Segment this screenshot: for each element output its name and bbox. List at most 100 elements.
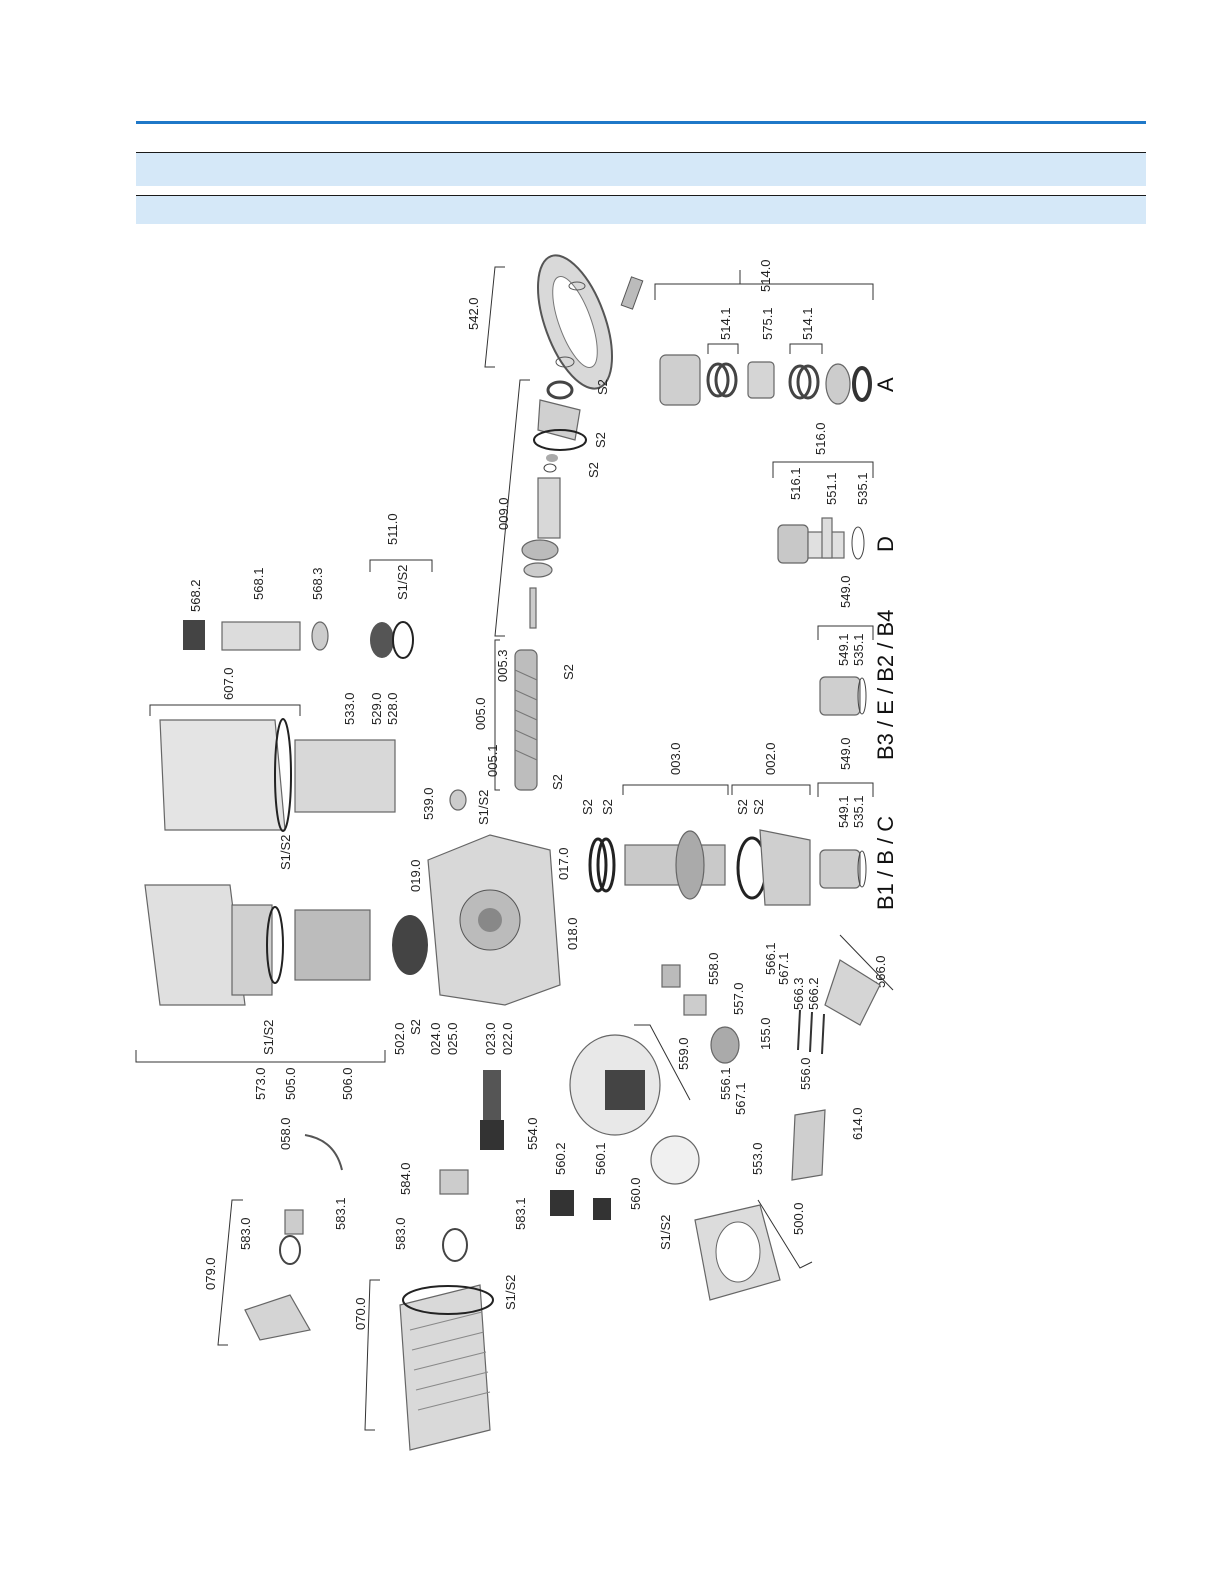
part-number-label: 002.0 <box>763 742 778 775</box>
part-number-label: 533.0 <box>342 692 357 725</box>
part-number-label: 005.1 <box>485 744 500 777</box>
part-number-label: 583.1 <box>513 1197 528 1230</box>
variant-a-label: A <box>873 377 898 392</box>
coupling-d-parts <box>777 517 865 564</box>
coupling-b3-parts <box>819 676 867 716</box>
variant-d-label: D <box>873 536 898 552</box>
part-number-label: S1/S2 <box>395 565 410 600</box>
part-number-label: 514.0 <box>758 259 773 292</box>
part-number-label: 511.0 <box>385 513 400 545</box>
part-number-label: 079.0 <box>203 1257 218 1290</box>
part-number-label: 558.0 <box>706 952 721 985</box>
part-number-label: 018.0 <box>565 917 580 950</box>
part-number-label: 567.1 <box>733 1082 748 1115</box>
shaft-assembly-parts <box>521 380 587 629</box>
part-number-label: 502.0 <box>392 1022 407 1055</box>
variant-b3-label: B3 / E / B2 / B4 <box>873 610 898 760</box>
part-number-label: 556.1 <box>718 1067 733 1100</box>
part-number-label: 070.0 <box>353 1297 368 1330</box>
part-number-label: 023.0 <box>483 1022 498 1055</box>
part-number-label: 005.0 <box>473 697 488 730</box>
part-number-label: 539.0 <box>421 787 436 820</box>
part-number-label: 506.0 <box>340 1067 355 1100</box>
part-number-label: 557.0 <box>731 982 746 1015</box>
part-number-label: 575.1 <box>760 307 775 340</box>
part-number-label: 551.1 <box>824 472 839 505</box>
cover-607-part <box>159 718 396 832</box>
part-number-label: 568.2 <box>188 579 203 612</box>
part-number-label: 549.1 <box>836 795 851 828</box>
part-number-label: 554.0 <box>525 1117 540 1150</box>
motor-070-part <box>399 1169 494 1451</box>
part-number-label: S2 <box>593 432 608 448</box>
part-number-label: 017.0 <box>556 847 571 880</box>
part-number-label: 024.0 <box>428 1022 443 1055</box>
part-number-label: 583.0 <box>393 1217 408 1250</box>
part-number-label: 025.0 <box>445 1022 460 1055</box>
switches-560-parts <box>550 1190 611 1220</box>
part-number-label: 573.0 <box>253 1067 268 1100</box>
part-number-label: 560.2 <box>553 1142 568 1175</box>
flange-079-part <box>244 1209 311 1341</box>
part-number-label: 019.0 <box>408 859 423 892</box>
part-number-label: S2 <box>600 799 615 815</box>
part-number-label: 560.0 <box>628 1177 643 1210</box>
part-number-label: 583.0 <box>238 1217 253 1250</box>
part-number-label: 009.0 <box>496 497 511 530</box>
motor-cover-573-part <box>144 884 428 1006</box>
coupling-b1-parts <box>819 849 867 889</box>
handwheel <box>537 254 644 390</box>
part-number-label: 022.0 <box>500 1022 515 1055</box>
part-number-label: S1/S2 <box>658 1215 673 1250</box>
part-number-label: 514.1 <box>800 307 815 340</box>
part-number-label: 058.0 <box>278 1117 293 1150</box>
part-number-label: 583.1 <box>333 1197 348 1230</box>
part-number-label: 556.0 <box>798 1057 813 1090</box>
part-number-label: 542.0 <box>466 297 481 330</box>
part-number-label: S2 <box>550 774 565 790</box>
part-number-label: S1/S2 <box>503 1275 518 1310</box>
part-number-label: 567.1 <box>776 952 791 985</box>
variant-b1-label: B1 / B / C <box>873 816 898 910</box>
part-number-label: S1/S2 <box>476 790 491 825</box>
subheader-band <box>136 195 1146 224</box>
part-number-label: 549.0 <box>838 737 853 770</box>
part-number-label: 549.1 <box>836 633 851 666</box>
part-number-label: 529.0 <box>369 692 384 725</box>
part-number-label: S2 <box>580 799 595 815</box>
part-number-label: S2 <box>586 462 601 478</box>
part-number-label: 553.0 <box>750 1142 765 1175</box>
part-number-label: 559.0 <box>676 1037 691 1070</box>
part-number-label: 566.2 <box>806 977 821 1010</box>
spacer-parts <box>183 620 414 659</box>
part-number-label: 568.3 <box>310 567 325 600</box>
part-number-label: 514.1 <box>718 307 733 340</box>
part-number-label: 003.0 <box>668 742 683 775</box>
board-614-part <box>791 1109 826 1181</box>
part-number-label: 516.1 <box>788 467 803 500</box>
part-number-label: 535.1 <box>855 472 870 505</box>
part-number-label: 584.0 <box>398 1162 413 1195</box>
cover-500-part <box>694 1204 781 1301</box>
part-number-label: 566.1 <box>763 942 778 975</box>
part-number-label: S2 <box>595 379 610 395</box>
part-number-label: 505.0 <box>283 1067 298 1100</box>
part-number-label: 005.3 <box>495 649 510 682</box>
disc-553-part <box>650 1135 700 1185</box>
part-number-label: 535.1 <box>851 795 866 828</box>
coupling-a-parts <box>659 354 872 406</box>
terminal-parts <box>661 959 881 1064</box>
plug-554-part <box>480 1070 504 1150</box>
header-band <box>136 152 1146 186</box>
part-number-label: S1/S2 <box>261 1020 276 1055</box>
part-number-label: 535.1 <box>851 633 866 666</box>
part-number-label: 560.1 <box>593 1142 608 1175</box>
label-542-0: 542.0 <box>466 297 481 330</box>
part-number-label: 155.0 <box>758 1017 773 1050</box>
worm-shaft-part <box>514 649 538 791</box>
part-number-label: 566.0 <box>873 955 888 988</box>
part-number-label: 607.0 <box>221 667 236 700</box>
part-number-label: 568.1 <box>251 567 266 600</box>
part-number-label: 549.0 <box>838 575 853 608</box>
